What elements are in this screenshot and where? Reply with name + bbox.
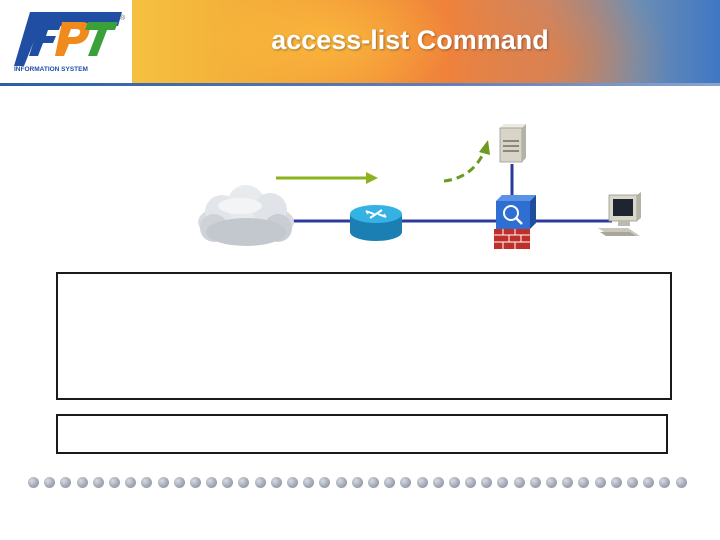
- decorative-dot: [319, 477, 331, 488]
- logo-tagline: INFORMATION SYSTEM: [14, 66, 88, 73]
- traffic-arrow-dashed: [443, 140, 490, 183]
- decorative-dot: [108, 477, 120, 488]
- decorative-dot: [513, 477, 525, 488]
- decorative-dot: [92, 477, 104, 488]
- slide-header: INFORMATION SYSTEM ® access-list Command: [0, 0, 720, 86]
- decorative-dot: [643, 477, 655, 488]
- fpt-logo: INFORMATION SYSTEM ®: [0, 0, 132, 86]
- command-syntax-box: [56, 272, 672, 400]
- decorative-dot: [367, 477, 379, 488]
- decorative-dot: [384, 477, 396, 488]
- decorative-dot: [125, 477, 137, 488]
- decorative-dot: [481, 477, 493, 488]
- cloud-network-icon: [198, 185, 294, 246]
- traffic-arrow-solid: [276, 172, 378, 184]
- decorative-dot: [60, 477, 72, 488]
- decorative-dot: [416, 477, 428, 488]
- decorative-dot: [465, 477, 477, 488]
- page-title: access-list Command: [271, 25, 549, 55]
- decorative-dot: [238, 477, 250, 488]
- network-diagram: [198, 124, 641, 249]
- decorative-dot: [675, 477, 687, 488]
- decorative-dot: [206, 477, 218, 488]
- decorative-dot: [28, 477, 39, 488]
- decorative-dot: [254, 477, 266, 488]
- decorative-dot: [303, 477, 315, 488]
- firewall-icon: [494, 195, 536, 249]
- decorative-dot: [173, 477, 185, 488]
- decorative-dot: [578, 477, 590, 488]
- fpt-logo-mark: INFORMATION SYSTEM ®: [14, 12, 126, 73]
- decorative-dot: [400, 477, 412, 488]
- decorative-dot: [594, 477, 606, 488]
- decorative-dot: [448, 477, 460, 488]
- command-example-box: [56, 414, 668, 454]
- decorative-dot: [529, 477, 541, 488]
- decorative-dot: [270, 477, 282, 488]
- decorative-dot: [432, 477, 444, 488]
- server-icon: [499, 124, 526, 163]
- workstation-icon: [598, 192, 641, 236]
- decorative-dot: [222, 477, 234, 488]
- decorative-dot: [351, 477, 363, 488]
- decorative-dot: [610, 477, 622, 488]
- decorative-dot: [157, 477, 169, 488]
- decorative-dot: [287, 477, 298, 488]
- decorative-dot: [497, 477, 509, 488]
- decorative-dot: [141, 477, 153, 488]
- decorative-dot: [189, 477, 201, 488]
- decorative-dot: [546, 477, 557, 488]
- decorative-dot: [76, 477, 88, 488]
- decorative-dot: [335, 477, 347, 488]
- decorative-dot-row: [28, 477, 696, 493]
- decorative-dot: [44, 477, 56, 488]
- decorative-dot: [659, 477, 671, 488]
- registered-mark: ®: [120, 14, 126, 22]
- decorative-dot: [626, 477, 638, 488]
- decorative-dot: [562, 477, 574, 488]
- router-icon: [350, 205, 402, 241]
